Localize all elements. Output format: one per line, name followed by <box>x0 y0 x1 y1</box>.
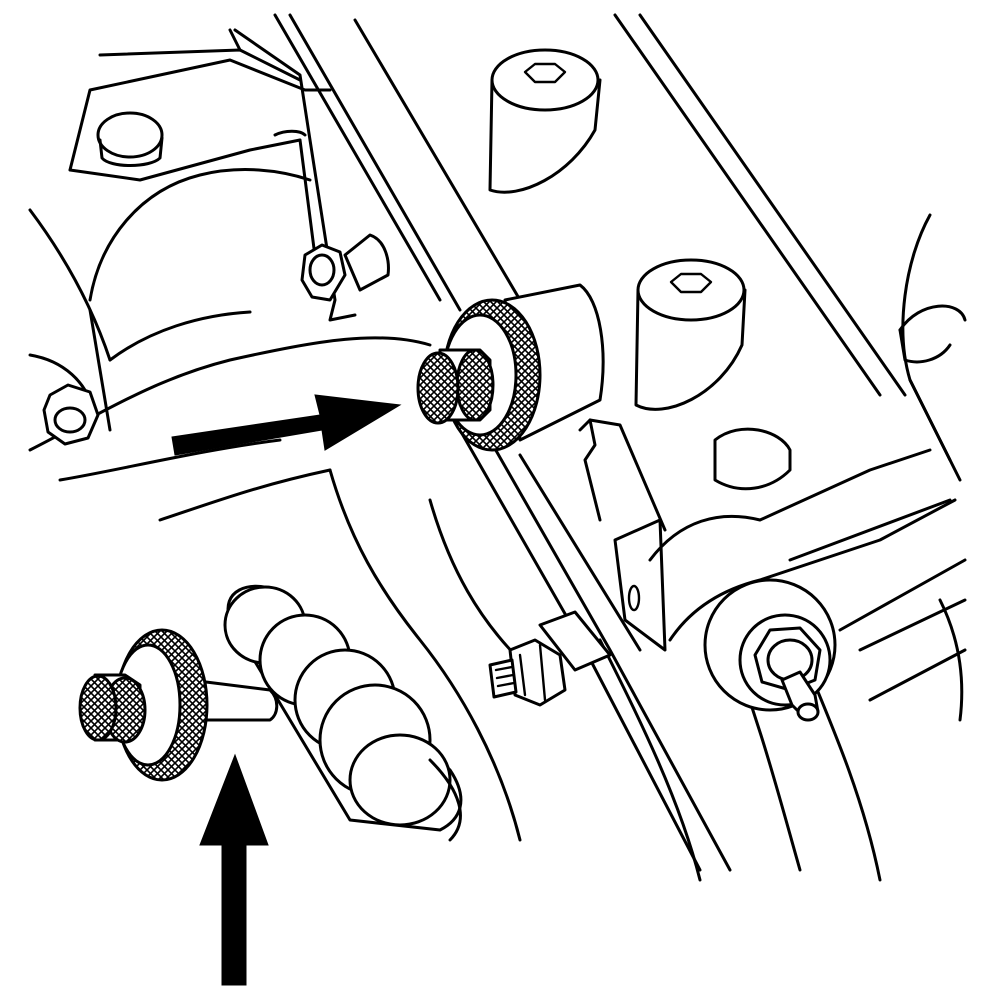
hex-socket-bolt-upper <box>488 48 602 194</box>
retaining-clip <box>578 418 667 652</box>
corrugated-hose <box>223 584 463 842</box>
adjuster-stud-right <box>703 578 837 722</box>
bracket-nut <box>300 233 390 302</box>
hex-nut-left <box>28 353 100 446</box>
knurled-thumb-screw-upper <box>416 283 605 452</box>
frame-rails <box>273 13 907 882</box>
arrow-up <box>199 753 269 986</box>
stud-with-nut-lower <box>488 610 612 707</box>
hex-socket-bolt-middle <box>634 258 747 411</box>
knurled-thumb-screw-lower <box>78 628 279 782</box>
plug-cap-upper-left <box>96 111 164 167</box>
arrow-right <box>171 394 402 456</box>
